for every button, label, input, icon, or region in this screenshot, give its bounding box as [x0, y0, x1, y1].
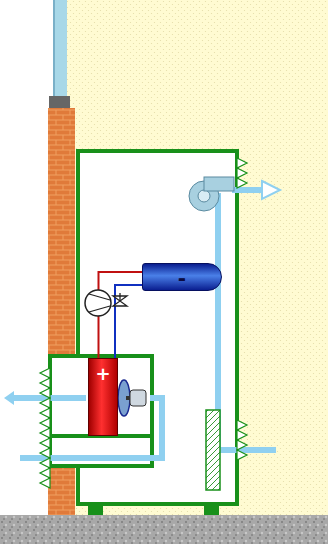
grille-fin: [237, 430, 247, 440]
grille-fin: [40, 428, 50, 438]
grille-fin: [40, 398, 50, 408]
grille-fin: [40, 478, 50, 488]
grille-fin: [40, 418, 50, 428]
grille-fin: [40, 368, 50, 378]
grille-fin: [40, 468, 50, 478]
grille-fin: [40, 388, 50, 398]
evaporator-coil: -: [142, 263, 222, 291]
grille-fin: [40, 448, 50, 458]
grille-fin: [40, 458, 50, 468]
compressor-symbol: [85, 290, 111, 316]
grille-fin: [237, 420, 247, 430]
cold-side-sign: -: [178, 268, 186, 288]
grille-fin: [40, 438, 50, 448]
grille-fin: [237, 440, 247, 450]
grille-fin: [237, 158, 247, 168]
grille-fin: [40, 378, 50, 388]
hot-side-sign: +: [95, 365, 110, 383]
condenser-coil: +: [88, 358, 118, 436]
grille-fin: [237, 178, 247, 188]
grille-fin: [40, 408, 50, 418]
grille-fin: [237, 450, 247, 460]
refrigerant-pipe: [99, 272, 143, 358]
grille-fin: [237, 168, 247, 178]
